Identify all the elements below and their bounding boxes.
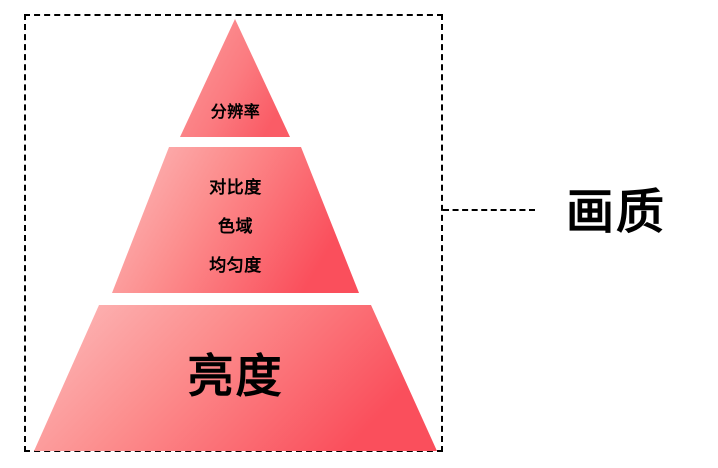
pyramid-group-box: 分辨率 对比度 色域 均匀度 亮度 bbox=[24, 14, 443, 452]
callout-connector-line bbox=[443, 209, 535, 211]
pyramid-tier-1[interactable] bbox=[180, 19, 290, 137]
tier-2-line-3: 均匀度 bbox=[209, 256, 262, 276]
tier-2-line-1: 对比度 bbox=[209, 178, 262, 198]
pyramid-graphic bbox=[34, 19, 437, 451]
pyramid-tier-3-label: 亮度 bbox=[187, 349, 284, 403]
pyramid-tier-1-label: 分辨率 bbox=[210, 102, 261, 121]
callout-label: 画质 bbox=[566, 184, 667, 240]
pyramid-tier-2-label: 对比度 色域 均匀度 bbox=[26, 180, 445, 275]
pyramid-tier-2[interactable] bbox=[112, 147, 359, 293]
tier-2-line-2: 色域 bbox=[218, 217, 253, 237]
pyramid-tier-3[interactable] bbox=[34, 305, 437, 451]
